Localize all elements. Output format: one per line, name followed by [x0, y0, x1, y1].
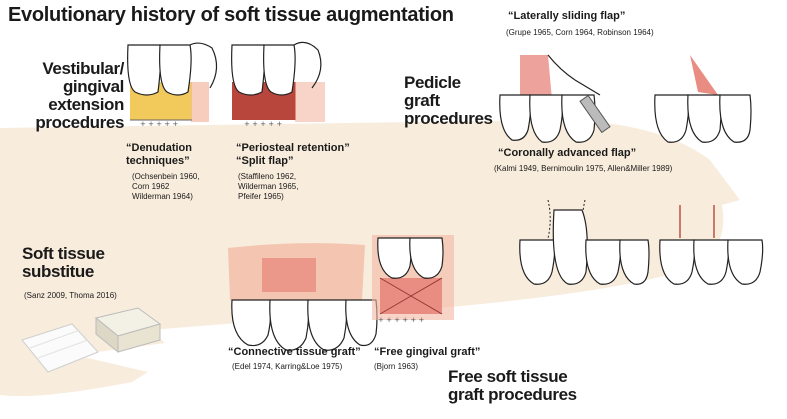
refs-denudation: (Ochsenbein 1960, Corn 1962 Wilderman 19… [132, 172, 200, 201]
coronal-flap-result-tooth-3 [727, 239, 764, 285]
lateral-flap-result-gum [690, 55, 718, 95]
refs-ctg: (Edel 1974, Karring&Loe 1975) [232, 362, 343, 371]
lateral-flap-gum [520, 55, 552, 100]
scalpel-icon [579, 94, 611, 134]
ctg-graft [262, 258, 316, 292]
periosteal-gum [295, 82, 325, 122]
heading-substitute: Soft tissue substitue [22, 244, 105, 281]
refs-fgg: (Bjorn 1963) [374, 362, 419, 371]
label-periosteal: “Periosteal retention” “Split flap” [236, 142, 350, 167]
coronal-flap-result-tooth-2 [693, 239, 730, 285]
lateral-flap-result-tooth-3 [719, 94, 752, 143]
periosteal-tooth-2 [263, 44, 296, 96]
matrix-sheet [21, 323, 99, 373]
heading-free-graft: Free soft tissue graft procedures [448, 367, 577, 404]
periosteal-illustration: + + + + + [231, 41, 325, 128]
coronal-flap-illustration [519, 199, 764, 285]
heading-vestibular: Vestibular/ gingival extension procedure… [35, 59, 124, 132]
timeline-arrow [0, 120, 740, 397]
denudation-tooth-2 [159, 44, 192, 96]
diagram-title: Evolutionary history of soft tissue augm… [8, 4, 454, 26]
lateral-flap-illustration [499, 54, 752, 143]
refs-lateral: (Grupe 1965, Corn 1964, Robinson 1964) [506, 28, 654, 37]
svg-text:+ + + + +: + + + + + [244, 120, 282, 128]
svg-text:+ + + + +: + + + + + [140, 120, 178, 128]
denudation-gum [191, 82, 209, 122]
periosteal-tooth-3 [293, 41, 322, 89]
refs-periosteal: (Staffileno 1962, Wilderman 1965, Pfeife… [238, 172, 299, 201]
refs-coronal: (Kalmi 1949, Bernimoulin 1975, Allen&Mil… [494, 164, 673, 173]
ctg-illustration [228, 243, 378, 351]
periosteal-tooth-1 [231, 44, 266, 96]
label-ctg: “Connective tissue graft” [228, 346, 361, 358]
denudation-tooth-3 [189, 42, 218, 89]
heading-pedicle: Pedicle graft procedures [404, 73, 493, 128]
ctg-tooth-2 [269, 299, 310, 351]
matrix-block-front [117, 323, 161, 353]
label-fgg: “Free gingival graft” [374, 346, 481, 358]
ctg-tooth-1 [231, 299, 272, 347]
ctg-tooth-3 [307, 299, 348, 351]
coronal-flap-tooth-4 [619, 239, 650, 285]
svg-text:+ + + + + +: + + + + + + [378, 316, 424, 324]
coronal-flap-tooth-2 [552, 209, 588, 285]
denudation-illustration: + + + + + [127, 42, 218, 128]
label-coronal: “Coronally advanced flap” [498, 147, 637, 159]
substitute-illustration [21, 307, 162, 373]
label-lateral: “Laterally sliding flap” [508, 10, 626, 22]
fgg-illustration: + + + + + + [372, 235, 454, 324]
fgg-tooth-2 [409, 237, 444, 279]
coronal-flap-result-tooth-1 [659, 239, 696, 285]
refs-substitute: (Sanz 2009, Thoma 2016) [24, 291, 117, 300]
lateral-flap-result-tooth-2 [687, 94, 722, 143]
denudation-tooth-1 [127, 44, 162, 96]
label-denudation: “Denudation techniques” [126, 142, 192, 167]
